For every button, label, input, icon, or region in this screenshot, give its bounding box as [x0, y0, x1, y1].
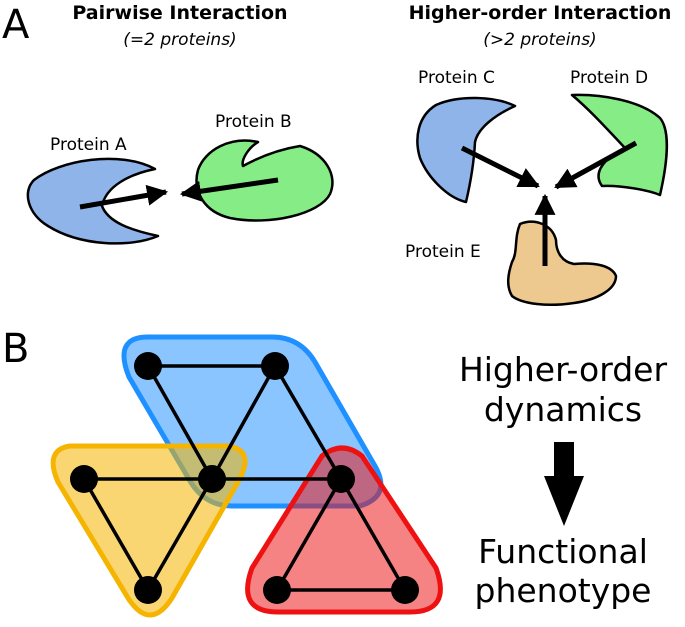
node [391, 576, 419, 604]
node [70, 465, 98, 493]
node [327, 465, 355, 493]
higher-order-title: Higher-order Interaction [409, 2, 672, 24]
arrow-b-to-a [179, 177, 279, 202]
edge [339, 477, 407, 592]
arrow-d-to-center [554, 140, 638, 190]
down-arrow-icon [544, 442, 584, 526]
protein-a-label: Protein A [50, 135, 127, 155]
protein-a-shape [26, 157, 160, 245]
edge [146, 477, 214, 592]
arrow-a-to-b [79, 184, 169, 210]
edge [275, 477, 343, 592]
panel-b-letter: B [2, 326, 29, 372]
node [261, 352, 289, 380]
pairwise-subtitle: (=2 proteins) [123, 30, 236, 50]
arrow-c-to-center [460, 145, 540, 189]
panel-a-letter: A [2, 2, 30, 48]
phenotype-line2: phenotype [475, 571, 652, 610]
protein-d-shape [570, 93, 668, 197]
network-edges [82, 364, 407, 592]
edge [82, 477, 150, 592]
node [134, 576, 162, 604]
higher-order-subtitle: (>2 proteins) [483, 30, 596, 50]
node [198, 465, 226, 493]
edge [273, 364, 343, 481]
edge [210, 364, 277, 481]
dynamics-line1: Higher-order [459, 350, 668, 389]
network-nodes [70, 352, 419, 604]
protein-e-label: Protein E [405, 242, 481, 262]
dynamics-line2: dynamics [484, 390, 642, 429]
protein-b-label: Protein B [215, 112, 292, 132]
node [134, 352, 162, 380]
orange-group-hull [50, 443, 248, 618]
phenotype-line1: Functional [478, 532, 648, 571]
protein-e-shape [507, 220, 618, 306]
node [263, 576, 291, 604]
edge [146, 364, 214, 481]
pairwise-title: Pairwise Interaction [72, 2, 287, 24]
protein-c-label: Protein C [418, 68, 495, 88]
protein-d-label: Protein D [570, 68, 648, 88]
